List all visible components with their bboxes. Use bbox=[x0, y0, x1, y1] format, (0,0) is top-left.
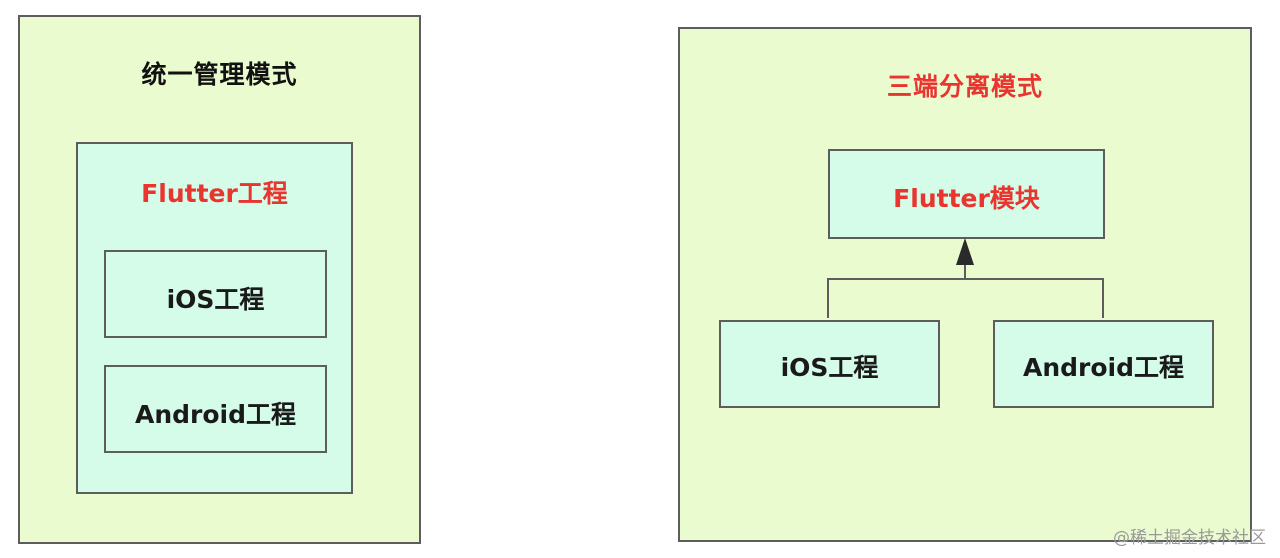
android-project-box-right: Android工程 bbox=[993, 320, 1214, 408]
android-project-label-right: Android工程 bbox=[1022, 353, 1184, 382]
android-project-box: Android工程 bbox=[104, 365, 327, 453]
three-end-separation-panel: 三端分离模式 Flutter模块 iOS工程 Android工程 bbox=[678, 27, 1252, 542]
watermark: @稀土掘金技术社区 bbox=[1113, 528, 1266, 548]
three-end-separation-title: 三端分离模式 bbox=[886, 72, 1043, 101]
unified-management-title: 统一管理模式 bbox=[141, 60, 298, 89]
ios-project-box-right: iOS工程 bbox=[719, 320, 940, 408]
flutter-project-label: Flutter工程 bbox=[141, 179, 288, 208]
ios-project-label-right: iOS工程 bbox=[780, 353, 879, 382]
android-project-label: Android工程 bbox=[134, 400, 296, 429]
ios-project-label: iOS工程 bbox=[166, 285, 265, 314]
flutter-module-box: Flutter模块 bbox=[828, 149, 1105, 239]
flutter-module-label: Flutter模块 bbox=[893, 184, 1040, 213]
unified-management-panel: 统一管理模式 Flutter工程 iOS工程 Android工程 bbox=[18, 15, 421, 544]
flutter-project-box: Flutter工程 iOS工程 Android工程 bbox=[76, 142, 353, 494]
ios-project-box: iOS工程 bbox=[104, 250, 327, 338]
